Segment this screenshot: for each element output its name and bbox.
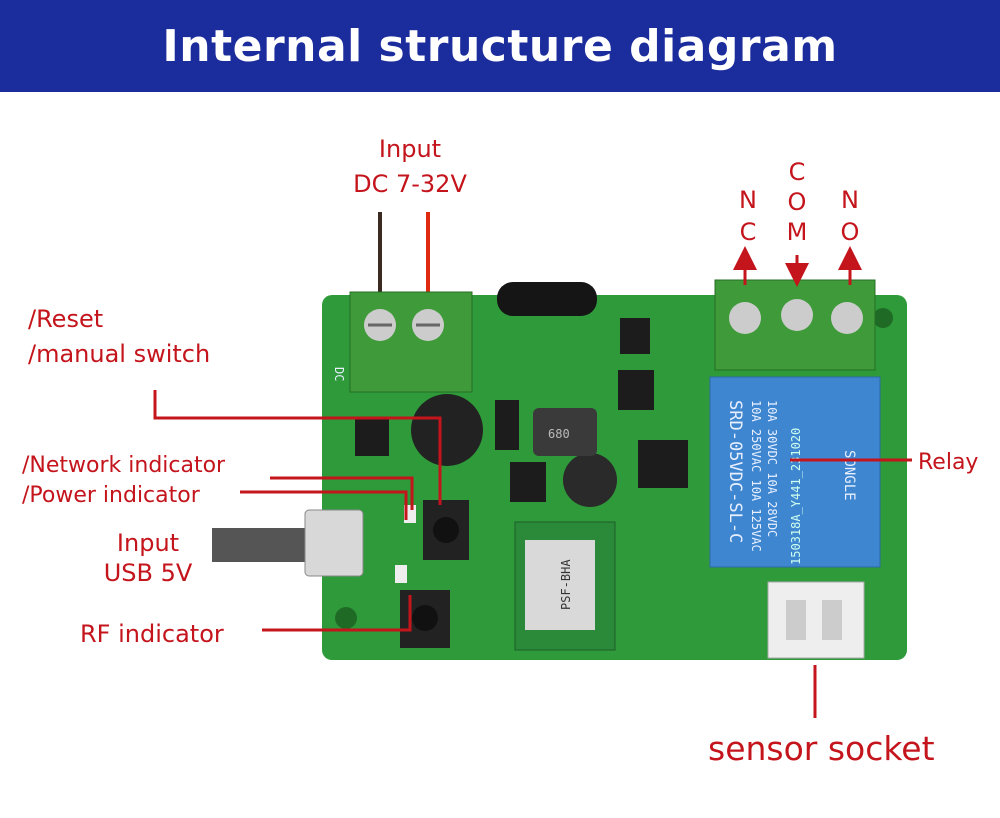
manual-switch-label: /manual switch (28, 340, 210, 368)
dc-terminal-block (349, 291, 473, 393)
dc-marking: DC (332, 367, 346, 381)
pcb-diagram: DC 680 PSF-BHA SRD-05VDC-SL-C 10A 250VAC… (22, 135, 978, 768)
inductor (533, 408, 597, 456)
usb-voltage-label: USB 5V (104, 559, 193, 587)
antenna-coil (497, 282, 597, 316)
chip (355, 418, 389, 456)
header-banner: Internal structure diagram (0, 0, 1000, 92)
mount-hole (873, 308, 893, 328)
page-title: Internal structure diagram (162, 20, 838, 72)
socket-slot (786, 600, 806, 640)
reset-label: /Reset (28, 305, 103, 333)
relay-rating-2: 10A 30VDC 10A 28VDC (765, 400, 779, 537)
button-cap (433, 517, 459, 543)
relay-rating-1: 10A 250VAC 10A 125VAC (749, 400, 763, 552)
dc-input-label: Input (379, 135, 441, 163)
com-label-m: M (787, 218, 808, 246)
mount-hole (335, 607, 357, 629)
diode (495, 400, 519, 450)
nc-label-c: C (740, 218, 757, 246)
chip (620, 318, 650, 354)
nc-label-n: N (739, 186, 757, 214)
chip (618, 370, 654, 410)
com-label-c: C (789, 158, 806, 186)
module-marking: PSF-BHA (559, 559, 573, 610)
usb-port (304, 509, 364, 577)
dc-voltage-label: DC 7-32V (353, 170, 467, 198)
capacitor (411, 394, 483, 466)
chip (510, 462, 546, 502)
no-label-o: O (841, 218, 860, 246)
inductor-marking: 680 (548, 427, 570, 441)
relay-model: SRD-05VDC-SL-C (725, 400, 745, 543)
pcb-code: 150318A_Y441_231020 (789, 428, 803, 565)
button-cap (412, 605, 438, 631)
rf-led (395, 565, 407, 583)
no-label-n: N (841, 186, 859, 214)
regulator (638, 440, 688, 488)
rf-indicator-label: RF indicator (80, 620, 224, 648)
relay-terminal-block (714, 279, 876, 371)
sensor-socket[interactable] (767, 581, 865, 659)
relay-brand: SONGLE (841, 450, 857, 501)
relay-label: Relay (918, 450, 978, 475)
network-indicator-label: /Network indicator (22, 453, 226, 478)
module-shield (525, 540, 595, 630)
power-indicator-label: /Power indicator (22, 483, 201, 508)
relay: SRD-05VDC-SL-C 10A 250VAC 10A 125VAC 10A… (709, 376, 881, 568)
usb-cable (212, 528, 312, 562)
socket-slot (822, 600, 842, 640)
leader-lines (153, 246, 912, 718)
com-label-o: O (788, 188, 807, 216)
usb-input-label: Input (117, 529, 179, 557)
sensor-socket-label: sensor socket (708, 729, 935, 768)
capacitor (563, 453, 617, 507)
